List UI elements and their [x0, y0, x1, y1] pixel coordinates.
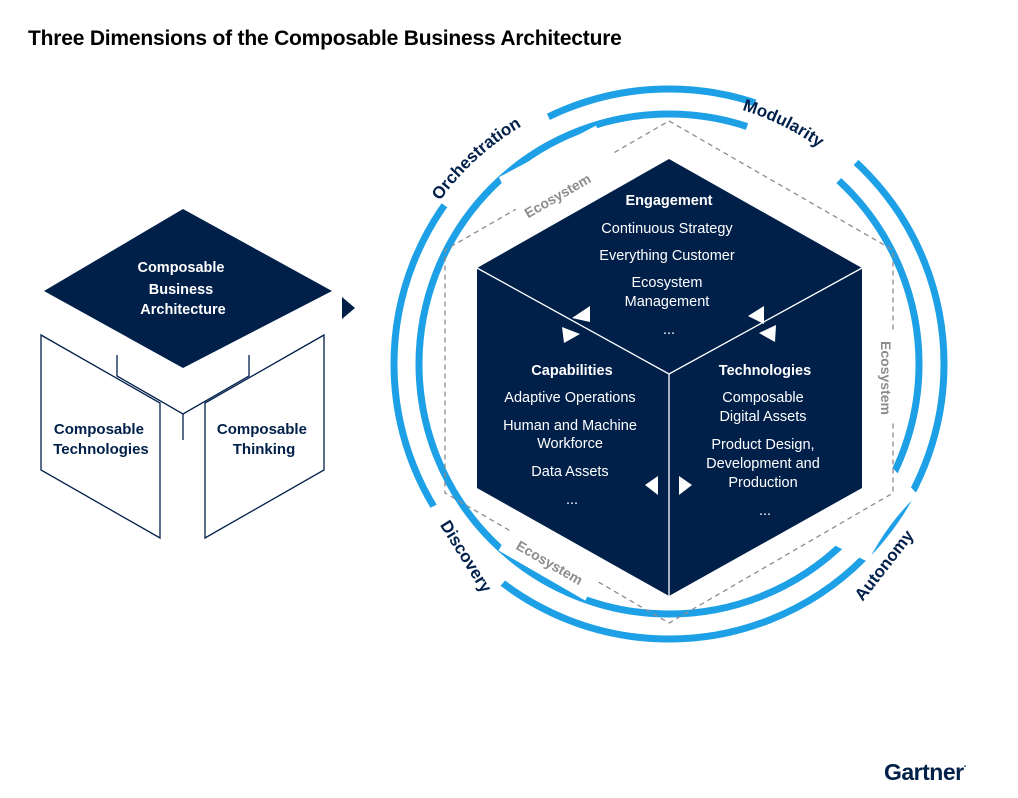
technologies-heading: Technologies — [719, 363, 811, 379]
cube-left-label: Composable Technologies — [53, 421, 149, 458]
ecosystem-hexagon — [444, 120, 894, 624]
arrow-top-left-icon — [572, 306, 590, 322]
technologies-items: Composable Digital Assets Product Design… — [706, 390, 824, 519]
center-cube — [476, 159, 863, 596]
pointer-arrow-icon — [342, 297, 355, 319]
technologies-section: Technologies Composable Digital Assets P… — [706, 363, 824, 519]
ecosystem-label-right: Ecosystem — [878, 341, 894, 415]
gartner-logo: Gartner. — [884, 759, 966, 785]
engagement-heading: Engagement — [625, 193, 712, 209]
page-title: Three Dimensions of the Composable Busin… — [28, 27, 622, 50]
capabilities-section: Capabilities Adaptive Operations Human a… — [503, 363, 641, 508]
arrow-mid-right-icon — [759, 325, 776, 342]
cube-left-face — [40, 333, 161, 540]
cube-right-face — [204, 333, 325, 540]
flow-arrows — [562, 306, 776, 495]
cube-right-label: Composable Thinking — [217, 421, 311, 458]
arrow-bottom-right-icon — [679, 476, 692, 495]
engagement-section: Engagement Continuous Strategy Everythin… — [599, 193, 738, 338]
arrow-top-right-icon — [748, 306, 764, 324]
ecosystem-labels: Ecosystem Ecosystem Ecosystem — [498, 125, 899, 601]
engagement-items: Continuous Strategy Everything Customer … — [599, 221, 738, 338]
arrow-mid-left-icon — [562, 327, 580, 343]
capabilities-items: Adaptive Operations Human and Machine Wo… — [503, 390, 641, 508]
outer-ring — [390, 85, 948, 643]
cube-top-face — [44, 209, 332, 368]
cube-inner-bracket — [116, 355, 250, 440]
left-cube: Composable Business Architecture Composa… — [40, 209, 332, 540]
arrow-bottom-left-icon — [645, 476, 658, 495]
cube-top-label: Composable Business Architecture — [137, 260, 228, 318]
capabilities-heading: Capabilities — [531, 363, 612, 379]
